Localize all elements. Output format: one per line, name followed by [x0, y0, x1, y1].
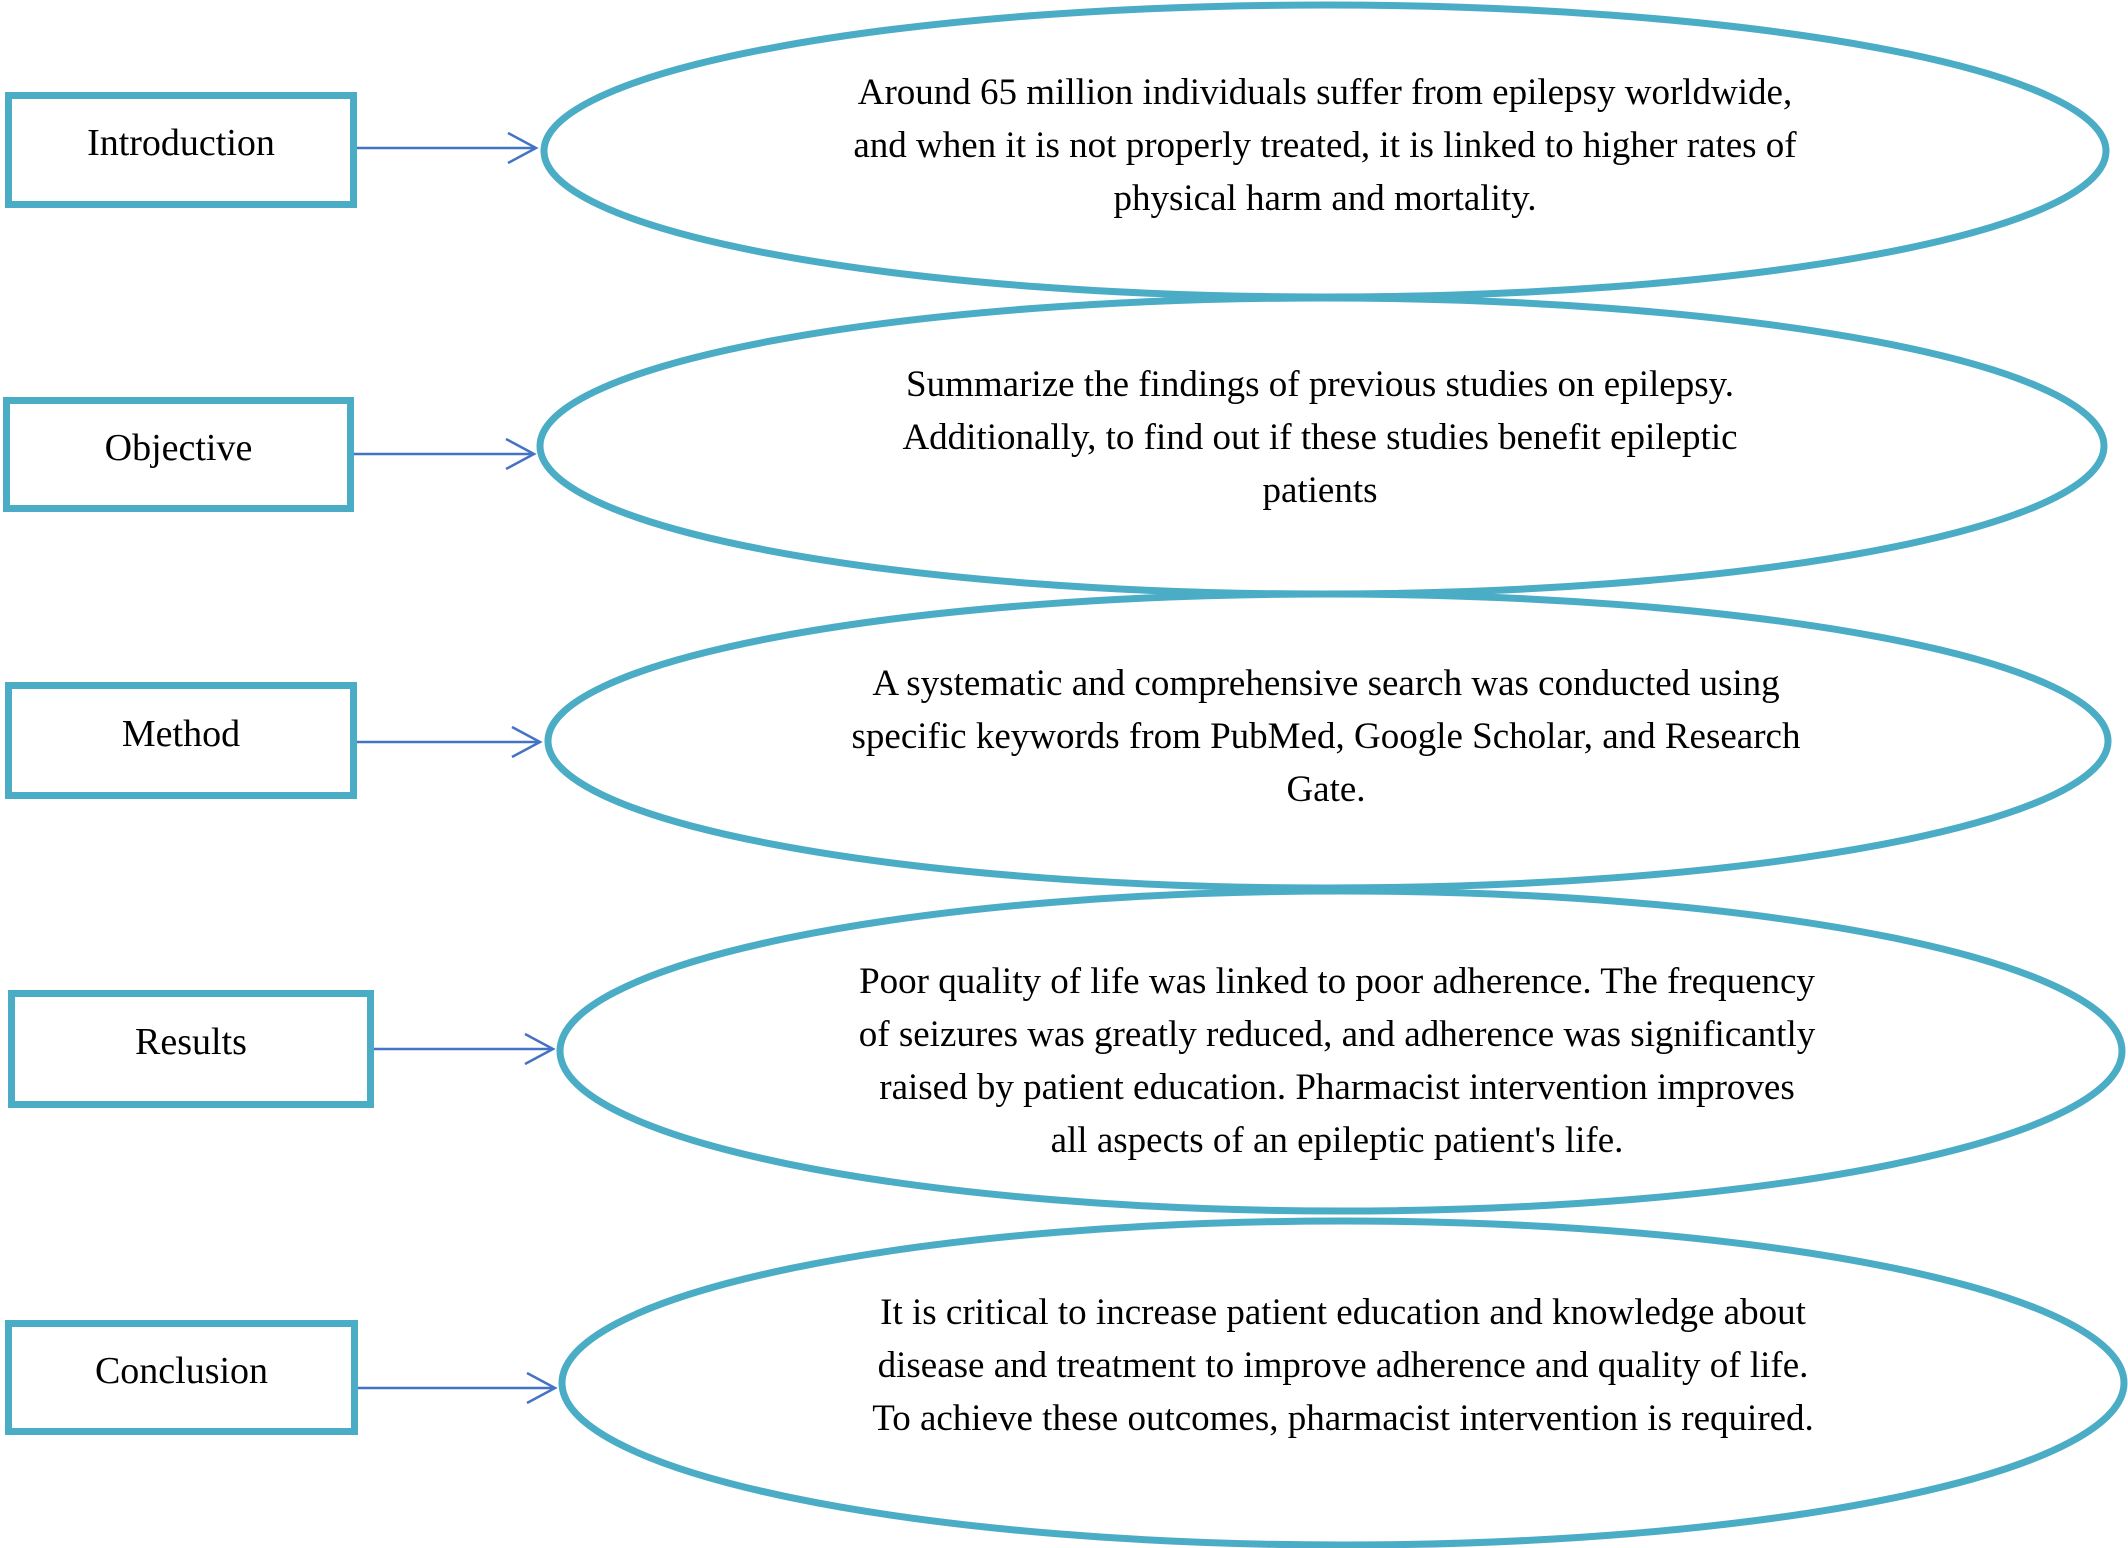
summary-line: Gate. — [1286, 769, 1366, 810]
summary-method: A systematic and comprehensive search wa… — [726, 657, 1926, 816]
summary-line: It is critical to increase patient educa… — [880, 1292, 1806, 1333]
label-box-conclusion: Conclusion — [5, 1320, 358, 1435]
arrow-objective — [352, 437, 537, 471]
label-box-objective: Objective — [3, 397, 354, 512]
summary-results: Poor quality of life was linked to poor … — [737, 955, 1937, 1167]
arrow-results — [372, 1032, 556, 1066]
label-box-method: Method — [5, 682, 357, 799]
arrow-method — [355, 725, 543, 759]
label-conclusion: Conclusion — [94, 1349, 269, 1392]
summary-line: of seizures was greatly reduced, and adh… — [858, 1014, 1816, 1055]
summary-line: and when it is not properly treated, it … — [853, 125, 1797, 166]
summary-line: specific keywords from PubMed, Google Sc… — [851, 716, 1801, 757]
summary-line: Around 65 million individuals suffer fro… — [857, 72, 1793, 113]
summary-line: A systematic and comprehensive search wa… — [872, 663, 1780, 704]
label-introduction: Introduction — [87, 122, 275, 164]
summary-line: To achieve these outcomes, pharmacist in… — [872, 1398, 1814, 1439]
ellipse-conclusion — [558, 1217, 2128, 1548]
summary-objective: Summarize the findings of previous studi… — [720, 358, 1920, 517]
summary-line: Poor quality of life was linked to poor … — [859, 961, 1815, 1002]
label-objective: Objective — [104, 426, 253, 469]
summary-conclusion: It is critical to increase patient educa… — [743, 1286, 1943, 1445]
label-box-introduction: Introduction — [5, 92, 357, 208]
summary-line: Summarize the findings of previous studi… — [906, 364, 1734, 405]
summary-line: patients — [1262, 470, 1378, 511]
label-results: Results — [135, 1021, 247, 1063]
arrow-introduction — [354, 131, 539, 165]
summary-line: disease and treatment to improve adheren… — [877, 1345, 1809, 1386]
summary-line: Additionally, to find out if these studi… — [902, 417, 1738, 458]
arrow-conclusion — [357, 1371, 558, 1405]
label-method: Method — [121, 712, 241, 755]
summary-line: all aspects of an epileptic patient's li… — [1050, 1120, 1624, 1161]
summary-introduction: Around 65 million individuals suffer fro… — [725, 66, 1925, 225]
summary-line: physical harm and mortality. — [1113, 178, 1537, 219]
ellipse-results — [556, 887, 2126, 1215]
summary-line: raised by patient education. Pharmacist … — [879, 1067, 1795, 1108]
label-box-results: Results — [8, 990, 374, 1108]
